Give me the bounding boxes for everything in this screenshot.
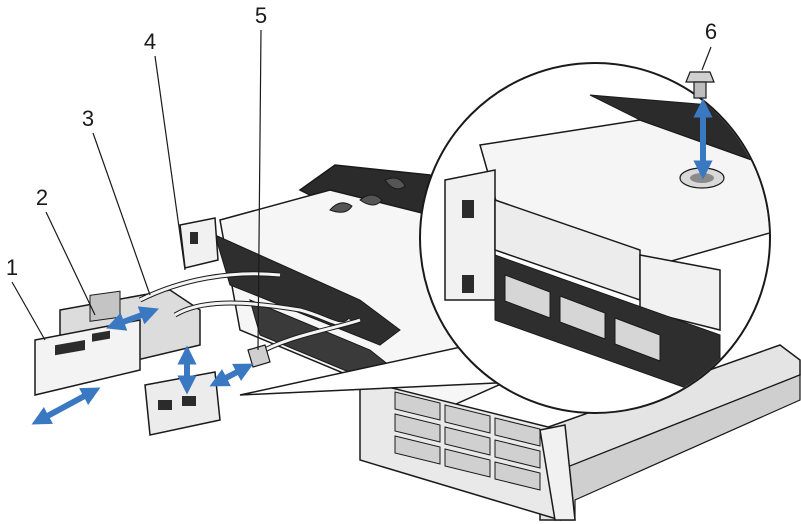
leader-4 — [154, 55, 186, 271]
leader-2 — [45, 211, 96, 316]
callout-2: 2 — [35, 185, 49, 210]
leader-5 — [257, 29, 262, 351]
callout-6: 6 — [704, 19, 718, 44]
callout-4: 4 — [143, 29, 157, 54]
leader-6 — [701, 46, 712, 71]
callout-5: 5 — [254, 3, 268, 28]
motion-arrows — [31, 98, 713, 425]
slide-board-arrow — [106, 306, 159, 331]
magnifier-detail — [239, 62, 771, 414]
remove-panel-arrow — [31, 387, 101, 425]
callout-3: 3 — [81, 106, 95, 131]
screw-icon — [685, 71, 715, 99]
disconnect-cable-arrow — [209, 363, 254, 387]
callout-1: 1 — [5, 255, 19, 280]
leader-3 — [92, 132, 151, 296]
leader-1 — [11, 281, 46, 341]
callout-leaders — [11, 29, 712, 351]
